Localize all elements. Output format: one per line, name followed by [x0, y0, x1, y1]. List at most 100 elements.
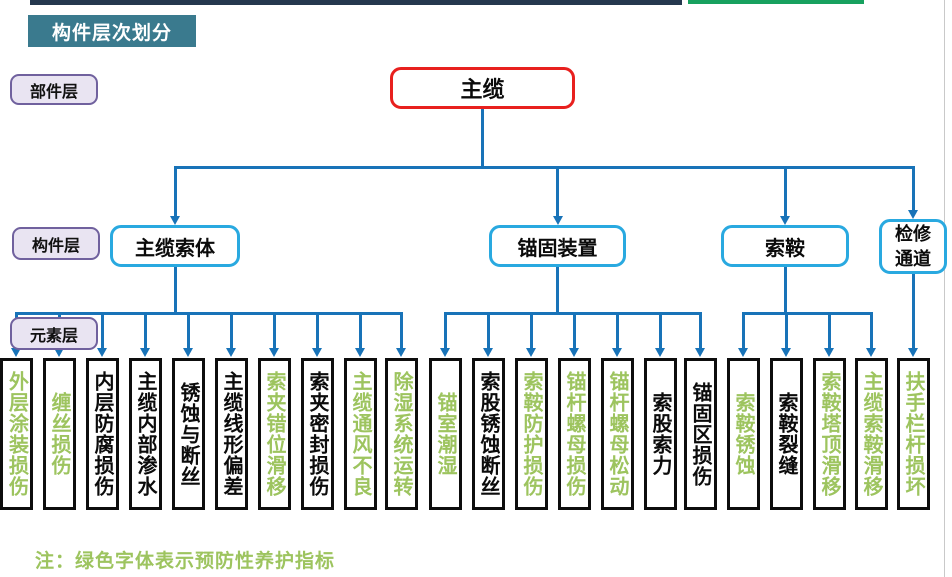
arrow-down-icon: [11, 348, 21, 357]
connector-drop-element: [143, 312, 147, 349]
connector-drop-component: [173, 166, 177, 217]
element-label: 索股索力: [649, 392, 671, 476]
connector-top-bus: [173, 166, 915, 169]
element-box: 主缆内部渗水: [128, 358, 162, 510]
arrow-down-icon: [97, 348, 107, 357]
element-box: 扶手栏杆损坏: [896, 358, 930, 510]
connector-drop-component: [783, 166, 787, 217]
element-label: 索鞍塔顶滑移: [818, 371, 840, 497]
element-box: 内层防腐损伤: [85, 358, 119, 510]
element-box: 主缆线形偏差: [214, 358, 248, 510]
connector-drop-element: [272, 312, 276, 349]
element-label: 主缆内部渗水: [134, 371, 156, 497]
arrow-down-icon: [526, 348, 536, 357]
connector-drop-element: [869, 312, 873, 349]
element-box: 索鞍塔顶滑移: [812, 358, 846, 510]
arrow-down-icon: [440, 348, 450, 357]
element-box: 索夹密封损伤: [300, 358, 334, 510]
connector-group-stem: [173, 267, 177, 315]
arrow-down-icon: [738, 348, 748, 357]
element-label: 索夹错位滑移: [263, 371, 285, 497]
connector-drop-element: [186, 312, 190, 349]
arrow-down-icon: [908, 348, 918, 357]
element-box: 锚室潮湿: [428, 358, 462, 510]
connector-direct-stem: [911, 274, 915, 349]
element-box: 索股索力: [643, 358, 677, 510]
element-label: 索鞍防护损伤: [520, 371, 542, 497]
connector-group-stem: [556, 267, 559, 315]
arrow-down-icon: [170, 216, 180, 225]
arrow-down-icon: [655, 348, 665, 357]
element-box: 缠丝损伤: [42, 358, 76, 510]
element-box: 索鞍裂缝: [769, 358, 803, 510]
connector-drop-element: [486, 312, 490, 349]
element-label: 锚室潮湿: [434, 392, 456, 476]
element-label: 内层防腐损伤: [91, 371, 113, 497]
connector-drop-element: [827, 312, 831, 349]
connector-drop-element: [615, 312, 619, 349]
arrow-down-icon: [140, 348, 150, 357]
connector-root-stem: [481, 109, 484, 166]
arrow-down-icon: [396, 348, 406, 357]
arrow-down-icon: [226, 348, 236, 357]
connector-drop-element: [698, 312, 702, 349]
connector-drop-element: [572, 312, 576, 349]
page-title: 构件层次划分: [28, 15, 196, 47]
top-accent-bar-green: [688, 0, 864, 4]
element-label: 锚杆螺母损伤: [563, 371, 585, 497]
element-label: 索鞍锈蚀: [732, 392, 754, 476]
connector-drop-element: [529, 312, 533, 349]
arrow-down-icon: [866, 348, 876, 357]
element-box: 索鞍防护损伤: [514, 358, 548, 510]
arrow-down-icon: [824, 348, 834, 357]
connector-group-stem: [783, 267, 787, 315]
component-node-saddle: 索鞍: [721, 225, 849, 267]
arrow-down-icon: [312, 348, 322, 357]
element-box: 锚杆螺母损伤: [557, 358, 591, 510]
connector-drop-element: [229, 312, 233, 349]
element-label: 外层涂装损伤: [5, 371, 28, 497]
top-accent-bar-navy: [30, 0, 682, 5]
component-node-anchorage: 锚固装置: [489, 225, 626, 267]
layer-label-element: 元素层: [10, 317, 98, 350]
element-box: 索鞍锈蚀: [726, 358, 760, 510]
legend-note: 注：绿色字体表示预防性养护指标: [35, 551, 336, 572]
layer-label-component: 构件层: [12, 227, 100, 260]
element-label: 索股锈蚀断丝: [477, 371, 499, 497]
arrow-down-icon: [552, 216, 563, 225]
arrow-down-icon: [569, 348, 579, 357]
element-box: 索股锈蚀断丝: [471, 358, 505, 510]
slide-right-border: [944, 0, 945, 577]
element-label: 锈蚀与断丝: [177, 381, 199, 487]
connector-drop-element: [399, 312, 403, 349]
root-node-main-cable: 主缆: [390, 67, 575, 109]
element-label: 索鞍裂缝: [775, 392, 797, 476]
connector-drop-element: [658, 312, 662, 349]
arrow-down-icon: [780, 216, 790, 225]
connector-drop-element: [315, 312, 319, 349]
element-box: 外层涂装损伤: [0, 358, 33, 510]
arrow-down-icon: [54, 348, 64, 357]
arrow-down-icon: [483, 348, 493, 357]
connector-drop-element: [784, 312, 788, 349]
connector-drop-element: [741, 312, 745, 349]
connector-drop-component: [556, 166, 559, 217]
connector-drop-element: [443, 312, 447, 349]
element-label: 索夹密封损伤: [306, 371, 328, 497]
connector-drop-component: [911, 166, 915, 211]
connector-drop-element: [100, 312, 104, 349]
element-label: 除湿系统运转: [390, 371, 412, 497]
arrow-down-icon: [183, 348, 193, 357]
arrow-down-icon: [781, 348, 791, 357]
arrow-down-icon: [908, 210, 918, 219]
arrow-down-icon: [355, 348, 365, 357]
connector-drop-element: [358, 312, 362, 349]
element-box: 除湿系统运转: [384, 358, 418, 510]
element-label: 主缆线形偏差: [220, 371, 242, 497]
component-node-cable-body: 主缆索体: [110, 225, 240, 267]
element-box: 锚杆螺母松动: [600, 358, 634, 510]
element-label: 主缆通风不良: [349, 371, 371, 497]
element-box: 索夹错位滑移: [257, 358, 291, 510]
element-label: 扶手栏杆损坏: [902, 371, 924, 497]
